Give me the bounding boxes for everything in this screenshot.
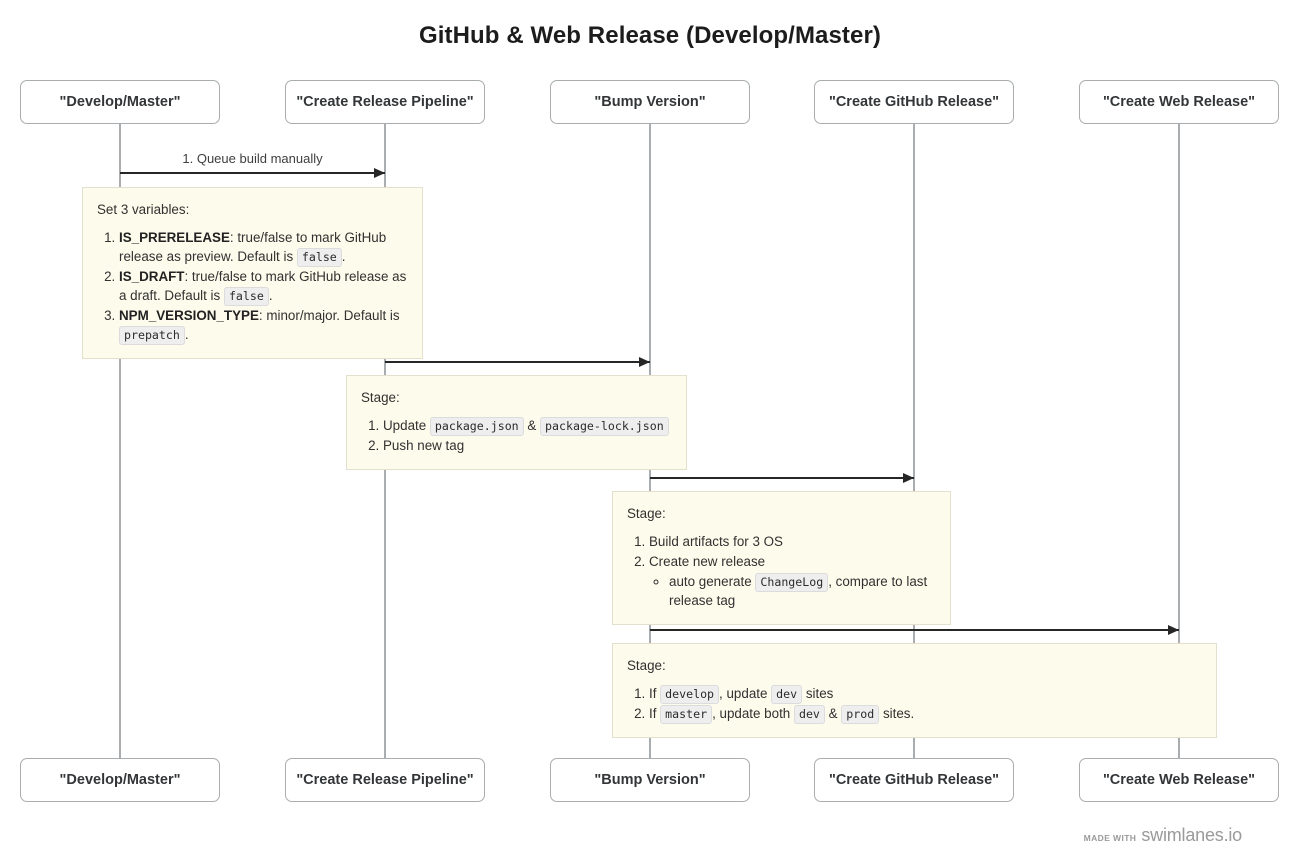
variable-name: NPM_VERSION_TYPE: [119, 308, 259, 324]
variable-tail: .: [341, 249, 346, 265]
arrow-head-icon: [903, 472, 914, 483]
list-item: If develop, update dev sites: [649, 684, 1202, 704]
participant-top-4[interactable]: "Create Web Release": [1079, 80, 1279, 124]
participant-bottom-3[interactable]: "Create GitHub Release": [814, 758, 1014, 802]
participant-bottom-2[interactable]: "Bump Version": [550, 758, 750, 802]
step-sep: &: [523, 418, 541, 434]
step-text: If: [649, 686, 661, 702]
step-text: Update: [383, 418, 430, 434]
page-title: GitHub & Web Release (Develop/Master): [418, 22, 882, 49]
list-item: Update package.json & package-lock.json: [383, 416, 672, 436]
message-line: [650, 629, 1179, 632]
message-label: 1. Queue build manually: [182, 151, 323, 166]
step-amp: &: [824, 706, 842, 722]
arrow-head-icon: [639, 356, 650, 367]
participant-top-1[interactable]: "Create Release Pipeline": [285, 80, 485, 124]
message-line: [120, 172, 385, 175]
note-set-variables: Set 3 variables: IS_PRERELEASE: true/fal…: [82, 187, 423, 360]
step-tail: sites: [802, 686, 834, 702]
list-item: If master, update both dev & prod sites.: [649, 704, 1202, 724]
code-chip: develop: [660, 685, 720, 704]
list-item: Build artifacts for 3 OS: [649, 532, 936, 551]
code-chip: dev: [771, 685, 803, 704]
note-title: Stage:: [627, 658, 666, 673]
list-item: NPM_VERSION_TYPE: minor/major. Default i…: [119, 306, 408, 345]
step-text: If: [649, 706, 661, 722]
note-stage-bump: Stage: Update package.json & package-loc…: [346, 375, 687, 471]
note-sublist: auto generate ChangeLog, compare to last…: [649, 572, 936, 610]
note-list: If develop, update dev sites If master, …: [627, 684, 1202, 724]
participant-bottom-4[interactable]: "Create Web Release": [1079, 758, 1279, 802]
list-item: Create new release auto generate ChangeL…: [649, 552, 936, 610]
note-stage-github: Stage: Build artifacts for 3 OS Create n…: [612, 491, 951, 626]
variable-desc: : true/false to mark GitHub release as p…: [119, 230, 387, 265]
watermark: Made with swimlanes.io: [1083, 825, 1243, 846]
code-chip: false: [223, 287, 269, 306]
variable-desc: : minor/major. Default is: [258, 308, 400, 324]
step-sep: , update: [719, 686, 772, 702]
note-list: IS_PRERELEASE: true/false to mark GitHub…: [97, 228, 408, 345]
lifeline-4: [1178, 124, 1180, 758]
variable-desc: : true/false to mark GitHub release as a…: [119, 269, 407, 304]
note-title: Set 3 variables:: [97, 202, 190, 217]
variable-tail: .: [184, 327, 189, 343]
step-sep: , update both: [712, 706, 794, 722]
list-item: Push new tag: [383, 436, 672, 455]
watermark-made-with: Made with: [1083, 833, 1137, 843]
sub-text-pre: auto generate: [669, 574, 756, 590]
code-chip: package-lock.json: [540, 417, 669, 436]
participant-top-2[interactable]: "Bump Version": [550, 80, 750, 124]
participant-bottom-0[interactable]: "Develop/Master": [20, 758, 220, 802]
code-chip: ChangeLog: [755, 573, 829, 592]
message-line: [650, 477, 914, 480]
variable-tail: .: [268, 288, 273, 304]
code-chip: prod: [841, 705, 880, 724]
sub-text-post: , compare to last release tag: [669, 574, 928, 609]
note-list: Update package.json & package-lock.json …: [361, 416, 672, 455]
arrow-head-icon: [1168, 624, 1179, 635]
lifeline-0: [119, 124, 121, 758]
step-text: Create new release: [649, 554, 766, 570]
arrow-head-icon: [374, 167, 385, 178]
code-chip: master: [660, 705, 713, 724]
message-line: [385, 361, 650, 364]
variable-name: IS_PRERELEASE: [119, 230, 230, 246]
code-chip: false: [296, 248, 342, 267]
lifeline-3: [913, 124, 915, 758]
step-tail: sites.: [879, 706, 915, 722]
variable-name: IS_DRAFT: [119, 269, 185, 285]
participant-top-0[interactable]: "Develop/Master": [20, 80, 220, 124]
code-chip: dev: [793, 705, 825, 724]
note-stage-web: Stage: If develop, update dev sites If m…: [612, 643, 1217, 739]
sublist-item: auto generate ChangeLog, compare to last…: [669, 572, 936, 610]
watermark-brand: swimlanes.io: [1141, 825, 1242, 845]
note-title: Stage:: [627, 506, 666, 521]
code-chip: package.json: [429, 417, 524, 436]
list-item: IS_PRERELEASE: true/false to mark GitHub…: [119, 228, 408, 267]
participant-bottom-1[interactable]: "Create Release Pipeline": [285, 758, 485, 802]
code-chip: prepatch: [119, 326, 185, 345]
note-title: Stage:: [361, 390, 400, 405]
participant-top-3[interactable]: "Create GitHub Release": [814, 80, 1014, 124]
list-item: IS_DRAFT: true/false to mark GitHub rele…: [119, 267, 408, 306]
note-list: Build artifacts for 3 OS Create new rele…: [627, 532, 936, 610]
